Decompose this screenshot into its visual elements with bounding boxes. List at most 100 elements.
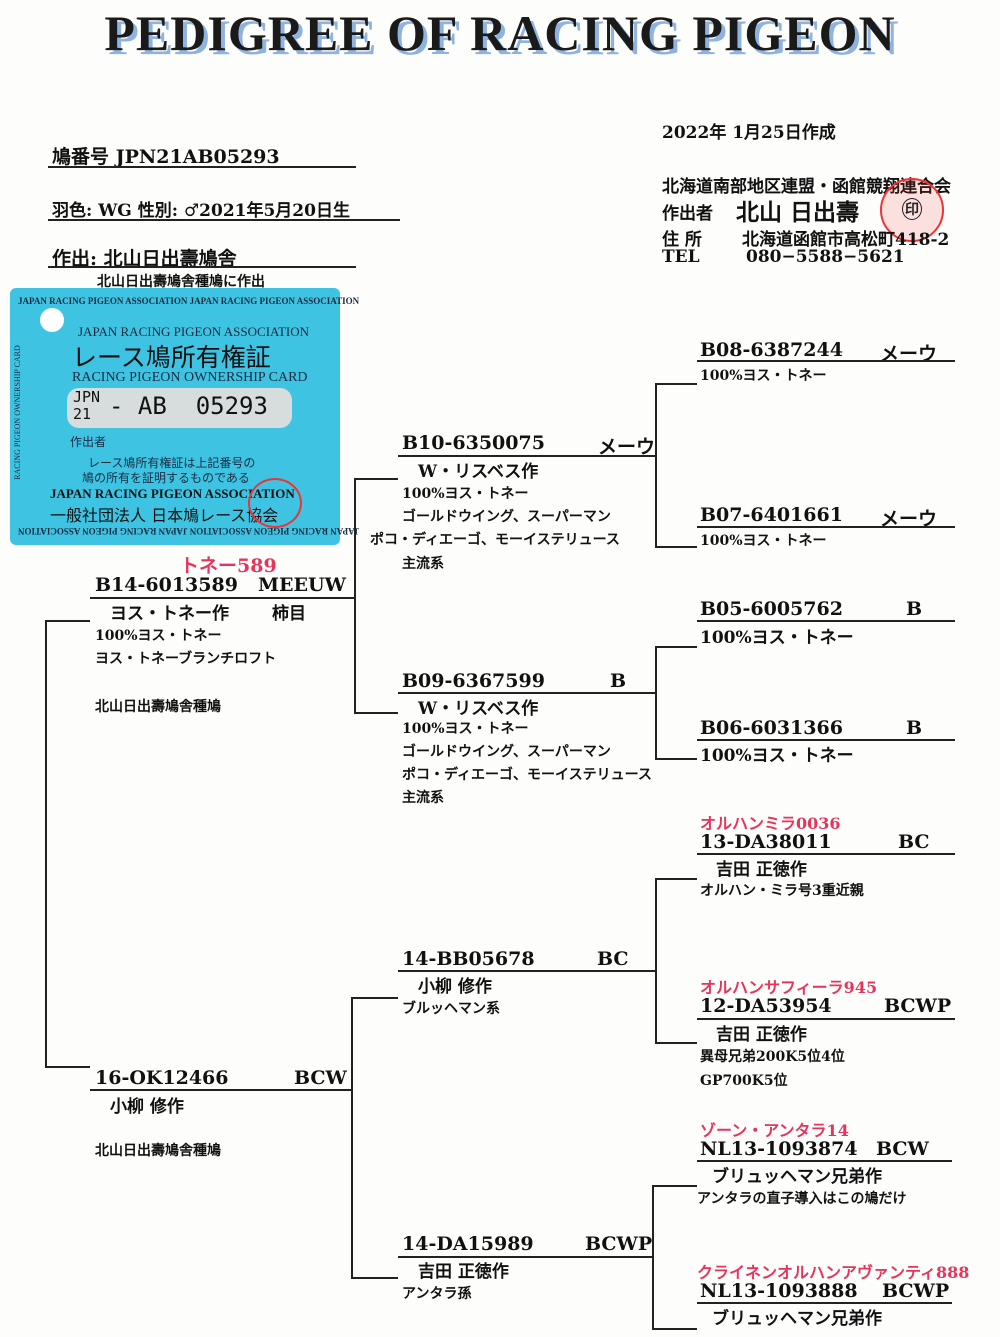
sds-ring: B05-6005762 — [700, 598, 843, 620]
dss-nickname: オルハンミラ0036 — [700, 814, 841, 833]
document-title: PEDIGREE OF RACING PIGEON — [104, 5, 896, 61]
sd-breeder: W・リスベス作 — [418, 699, 539, 719]
entry-underline — [398, 455, 655, 457]
dd-color: BCWP — [585, 1233, 653, 1255]
ssd-line-1: 100%ヨス・トネー — [700, 533, 827, 549]
card-hole — [40, 308, 64, 332]
ring-number: 鳩番号 JPN21AB05293 — [52, 146, 280, 168]
tel: 080−5588−5621 — [746, 247, 905, 267]
sd-line-3: ポコ・ディエーゴ、モーイステリュース — [402, 767, 652, 783]
bracket-line — [354, 478, 398, 480]
bracket-line — [45, 620, 90, 622]
dss-line-1: オルハン・ミラ号3重近親 — [700, 883, 864, 899]
bracket-line — [655, 758, 697, 760]
entry-underline — [697, 853, 955, 855]
bracket-line — [655, 383, 697, 385]
ds-ring: 14-BB05678 — [402, 948, 535, 970]
ss-color: メーウ — [598, 436, 656, 458]
dd-breeder: 吉田 正徳作 — [418, 1262, 509, 1282]
ds-color: BC — [597, 948, 629, 970]
dsd-line-2: GP700K5位 — [700, 1073, 788, 1089]
ds-line-1: ブルッヘマン系 — [402, 1001, 500, 1017]
card-title-jp: レース鳩所有権証 — [72, 343, 271, 372]
address-label: 住 所 — [662, 230, 702, 250]
bracket-line — [655, 878, 657, 1044]
dss-color: BC — [898, 831, 930, 853]
entry-underline — [398, 970, 655, 972]
club-name: 北海道南部地区連盟・函館競翔連合会 — [662, 177, 951, 197]
sd-ring: B09-6367599 — [402, 670, 545, 692]
ss-line-1: 100%ヨス・トネー — [402, 486, 529, 502]
sds-color: B — [906, 598, 923, 620]
dss-ring: 13-DA38011 — [700, 831, 832, 853]
maker-label: 作出者 — [662, 204, 713, 224]
dam-line-1: 北山日出壽鳩舎種鳩 — [95, 1143, 221, 1159]
sd-line-4: 主流系 — [402, 790, 444, 806]
card-cert-2: 鳩の所有を証明するものである — [82, 471, 250, 485]
sire-nickname: トネー589 — [180, 555, 277, 577]
card-border-text: JAPAN RACING PIGEON ASSOCIATION JAPAN RA… — [18, 296, 360, 306]
card-title-en: RACING PIGEON OWNERSHIP CARD — [72, 370, 308, 385]
entry-underline — [90, 1089, 352, 1091]
entry-underline — [697, 620, 955, 622]
ss-line-4: 主流系 — [402, 556, 444, 572]
dds-color: BCW — [876, 1138, 929, 1160]
card-ring-plate: JPN 21 - AB 05293 — [67, 388, 292, 428]
ss-line-2: ゴールドウイング、スーパーマン — [402, 509, 611, 525]
dsd-color: BCWP — [884, 995, 952, 1017]
entry-underline — [697, 1018, 955, 1020]
dd-ring: 14-DA15989 — [402, 1233, 534, 1255]
card-seal — [248, 478, 302, 528]
ssd-color: メーウ — [880, 508, 938, 530]
bracket-line — [652, 1328, 697, 1330]
ddd-breeder: ブリュッヘマン兄弟作 — [712, 1309, 882, 1329]
seal-mark: 印 — [902, 198, 922, 220]
card-side-text: RACING PIGEON OWNERSHIP CARD — [12, 345, 22, 480]
dds-breeder: ブリュッヘマン兄弟作 — [712, 1167, 882, 1187]
created-date: 2022年 1月25日作成 — [662, 123, 836, 143]
entry-underline — [90, 597, 355, 599]
bracket-line — [655, 878, 697, 880]
entry-underline — [398, 692, 655, 694]
ownership-card: JAPAN RACING PIGEON ASSOCIATION JAPAN RA… — [10, 288, 359, 545]
bracket-line — [351, 997, 353, 1279]
address: 北海道函館市高松町418-2 — [742, 230, 950, 250]
card-jpn: JPN — [73, 388, 101, 406]
bracket-line — [45, 1066, 90, 1068]
red-seal: 印 — [880, 178, 944, 242]
entry-underline — [697, 526, 955, 528]
dam-ring: 16-OK12466 — [95, 1067, 229, 1089]
bracket-line — [45, 620, 47, 1068]
entry-underline — [697, 1302, 952, 1304]
ddd-color: BCWP — [882, 1280, 950, 1302]
sire-line-2: ヨス・トネーブランチロフト — [95, 651, 277, 667]
sss-color: メーウ — [880, 343, 938, 365]
dsd-nickname: オルハンサフィーラ945 — [700, 978, 878, 997]
ddd-nickname: クライネンオルハンアヴァンティ888 — [697, 1263, 970, 1282]
dds-nickname: ゾーン・アンタラ14 — [700, 1121, 849, 1140]
sss-line-1: 100%ヨス・トネー — [700, 368, 827, 384]
sdd-line-1: 100%ヨス・トネー — [700, 746, 854, 766]
ds-breeder: 小柳 修作 — [418, 977, 492, 997]
bracket-line — [655, 383, 657, 548]
card-assoc-2: JAPAN RACING PIGEON ASSOCIATION — [50, 486, 295, 501]
ss-ring: B10-6350075 — [402, 432, 545, 454]
entry-underline — [697, 1160, 952, 1162]
ssd-ring: B07-6401661 — [700, 504, 843, 526]
bracket-line — [652, 1185, 697, 1187]
ddd-ring: NL13-1093888 — [700, 1280, 858, 1302]
card-org: 一般社団法人 日本鳩レース協会 — [50, 506, 279, 525]
dsd-breeder: 吉田 正徳作 — [716, 1025, 807, 1045]
sire-eye: 柿目 — [272, 604, 306, 624]
sd-line-1: 100%ヨス・トネー — [402, 721, 529, 737]
sire-color: MEEUW — [258, 574, 346, 596]
bracket-line — [354, 478, 356, 714]
entry-underline — [697, 360, 955, 362]
sdd-ring: B06-6031366 — [700, 717, 843, 739]
sds-line-1: 100%ヨス・トネー — [700, 628, 854, 648]
sire-line-3: 北山日出壽鳩舎種鳩 — [95, 699, 221, 715]
card-ring: - AB 05293 — [109, 392, 268, 420]
color-sex-birth: 羽色: WG 性別: ♂2021年5月20日生 — [52, 201, 350, 221]
dds-line-1: アンタラの直子導入はこの鳩だけ — [697, 1191, 907, 1207]
